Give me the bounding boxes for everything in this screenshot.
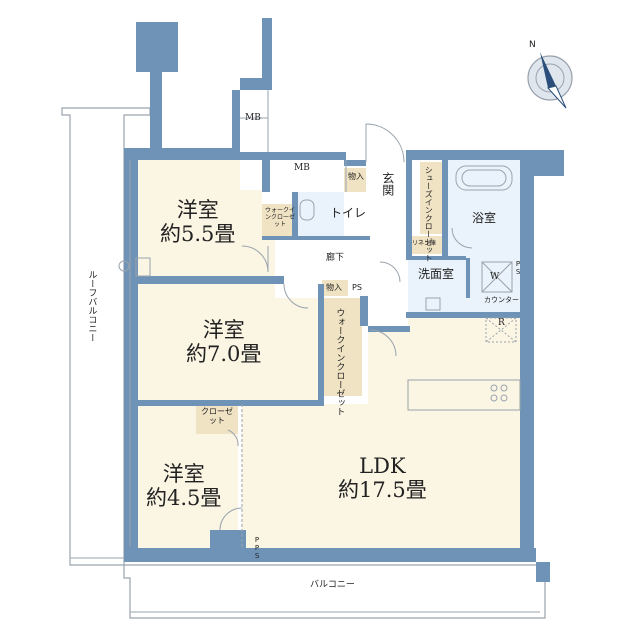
hallway-label: 廊下 — [326, 253, 345, 263]
r-label: R — [498, 318, 505, 328]
compass — [527, 52, 573, 109]
mb-top-label: MB — [245, 113, 261, 123]
walls — [124, 18, 564, 582]
linen-label: リネン庫 — [412, 240, 437, 247]
western3-name: 洋室 — [162, 462, 205, 486]
washroom-floor — [408, 258, 520, 316]
north-label: N — [529, 40, 536, 50]
western3-size: 約4.5畳 — [146, 486, 222, 511]
ldk-size: 約17.5畳 — [338, 478, 427, 503]
storage1-floor — [344, 168, 366, 192]
linen-floor — [410, 236, 442, 254]
closet-label: クローゼット — [201, 407, 233, 426]
western3-label: 洋室 約4.5畳 — [146, 462, 221, 510]
washroom-label: 洗面室 — [418, 267, 455, 281]
ps-side-label: PS — [514, 260, 523, 276]
walkin-small-label: ウォークインクローゼット — [264, 207, 295, 228]
western1-floor — [136, 160, 275, 276]
toilet-floor — [298, 192, 344, 236]
counter-label: カウンター — [484, 296, 519, 304]
fixtures — [118, 90, 521, 548]
entrance-label: 玄関 — [380, 172, 395, 196]
western2-name: 洋室 — [202, 318, 245, 342]
western2-floor — [136, 284, 320, 400]
bath-floor — [446, 160, 520, 258]
storage2-floor — [322, 280, 348, 296]
shoes-closet-floor — [420, 162, 442, 234]
pps-label: PPS — [253, 536, 262, 560]
roof-balcony-inner — [69, 115, 124, 559]
balcony-outline — [123, 564, 546, 619]
storage1-label: 物入 — [348, 172, 364, 181]
shoes-closet-label: シューズインクローゼット — [424, 166, 434, 262]
ldk-label: LDK 約17.5畳 — [338, 454, 427, 502]
western1-name: 洋室 — [176, 198, 219, 222]
bath-label: 浴室 — [472, 211, 497, 225]
walkin-big-floor — [322, 298, 362, 396]
roof-balcony-label: ルーフバルコニー — [86, 270, 97, 342]
hallway-floor — [275, 182, 408, 332]
western1-label: 洋室 約5.5畳 — [160, 198, 235, 246]
doors — [219, 123, 473, 531]
ldk-name: LDK — [359, 454, 406, 478]
closet-floor — [196, 404, 238, 434]
mb-mid-label: MB — [294, 163, 310, 173]
toilet-label: トイレ — [330, 206, 367, 220]
ldk-floor — [242, 318, 520, 550]
western2-label: 洋室 約7.0畳 — [186, 318, 261, 366]
storage2-label: 物入 — [326, 283, 342, 292]
walkin-big-label: ウォークインクローゼット — [334, 308, 345, 416]
balcony-label: バルコニー — [310, 580, 355, 590]
western1-size: 約5.5畳 — [160, 222, 236, 247]
w-label: W — [490, 272, 500, 282]
western2-size: 約7.0畳 — [186, 342, 262, 367]
ps1-label: PS — [352, 283, 362, 292]
